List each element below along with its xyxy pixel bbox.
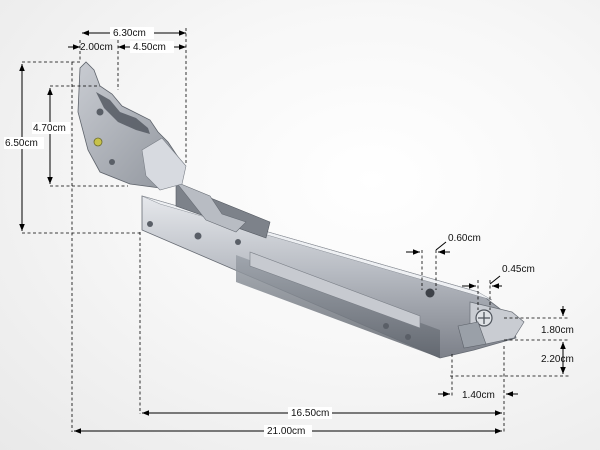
hinge-arm-rib — [249, 251, 421, 329]
hinge-rivet-1 — [96, 108, 104, 116]
label-screw: 0.45cm — [502, 264, 535, 275]
label-tip: 1.40cm — [462, 390, 495, 401]
label-left-inner: 4.70cm — [33, 123, 66, 134]
label-top-overall: 6.30cm — [113, 28, 146, 39]
hinge-rear-tab — [141, 137, 187, 191]
hinge-cam-slot — [96, 92, 150, 134]
hinge-hole-1 — [425, 288, 435, 298]
hinge-hole-3 — [405, 334, 411, 340]
label-overall-length: 21.00cm — [267, 426, 305, 437]
label-top-left: 2.00cm — [80, 42, 113, 53]
hinge-hole-2 — [383, 323, 389, 329]
hinge-rivet-6 — [235, 239, 241, 245]
hinge-rivet-2 — [93, 137, 103, 147]
label-top-right: 4.50cm — [133, 42, 166, 53]
label-right-lower: 2.20cm — [541, 354, 574, 365]
extension-lines — [22, 28, 570, 432]
label-arm-length: 16.50cm — [291, 408, 329, 419]
hinge-spring-link — [175, 181, 247, 233]
hinge-rivet-5 — [194, 232, 202, 240]
hinge-illustration — [77, 61, 525, 359]
label-slot: 0.60cm — [448, 233, 481, 244]
screw-slot — [478, 312, 490, 324]
label-right-upper: 1.80cm — [541, 325, 574, 336]
hinge-tip-bracket — [457, 321, 487, 349]
hinge-rivet-3 — [109, 159, 115, 165]
hinge-arm-flange — [236, 255, 440, 358]
label-left-overall: 6.50cm — [5, 138, 38, 149]
hinge-rivet-4 — [147, 221, 153, 227]
